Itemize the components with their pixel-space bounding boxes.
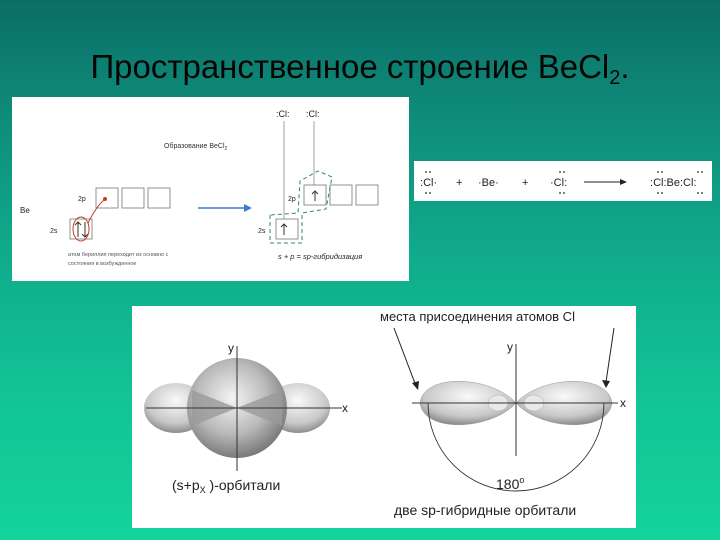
orbital-box-diagram: Образование BeCl2 Be 2p 2s атом бериллия… — [20, 109, 379, 267]
left-x-label: x — [342, 401, 348, 415]
eq-plus-1: + — [456, 177, 462, 189]
attach-pointer-left — [393, 327, 417, 387]
left-y-label: y — [228, 341, 234, 355]
promotion-arrow-head — [103, 197, 107, 201]
hybridization-dashed-outline — [269, 170, 333, 244]
orbital-box-diagram-panel: Образование BeCl2 Be 2p 2s атом бериллия… — [12, 97, 409, 281]
excited-2s-box — [275, 218, 299, 240]
lone-pair-dots — [425, 171, 703, 194]
right-x-label: x — [620, 396, 626, 410]
electron-highlight-ellipse — [72, 216, 90, 242]
attach-pointer-right — [605, 327, 615, 383]
diagram-note-line1: атом бериллия переходит из основно с — [68, 252, 169, 258]
orbital-shapes: y x (s+pX )-орбитали места присоединения… — [144, 309, 626, 518]
lewis-equation-panel: :Cl· + ·Be· + ·Cl: :Cl:Be:Cl: — [414, 161, 712, 201]
diagram-note-line2: состояния в возбужденное — [68, 261, 136, 267]
cl-atom-left: :Cl: — [276, 109, 290, 119]
reaction-arrow-head — [620, 179, 627, 185]
eq-cl-right: ·Cl: — [550, 177, 567, 189]
hybrid-formula: s + p = sp-гибридизация — [278, 252, 362, 261]
attach-pointer-right-head — [602, 380, 610, 388]
eq-cl-left: :Cl· — [420, 177, 437, 189]
excited-2p-electron — [311, 190, 319, 201]
right-orbital-label: две sp-гибридные орбитали — [394, 502, 576, 518]
lewis-equation: :Cl· + ·Be· + ·Cl: :Cl:Be:Cl: — [420, 171, 703, 194]
right-orbital-group: места присоединения атомов Cl y x 180o д… — [380, 309, 626, 518]
excited-2s-electron — [280, 223, 288, 235]
ground-2p-boxes — [95, 187, 171, 209]
be-label: Be — [20, 206, 30, 215]
level-2p-label: 2p — [78, 196, 86, 203]
eq-product: :Cl:Be:Cl: — [650, 177, 697, 189]
promotion-arrow — [87, 199, 105, 224]
attach-label: места присоединения атомов Cl — [380, 309, 575, 324]
level-2s-label: 2s — [50, 228, 58, 235]
excited-2s-label: 2s — [258, 228, 266, 235]
right-y-label: y — [507, 340, 513, 354]
slide-title: Пространственное строение BeCl2. — [90, 48, 630, 89]
cl-atom-right: :Cl: — [306, 109, 320, 119]
eq-plus-2: + — [522, 177, 528, 189]
orbital-shapes-panel: y x (s+pX )-орбитали места присоединения… — [132, 306, 636, 528]
eq-be: ·Be· — [478, 177, 499, 189]
excitation-arrow-head — [244, 204, 252, 212]
left-orbital-group: y x (s+pX )-орбитали — [144, 341, 348, 495]
angle-label: 180o — [496, 475, 524, 492]
left-orbital-label: (s+pX )-орбитали — [172, 477, 280, 495]
excited-2p-label: 2p — [288, 196, 296, 203]
ground-2s-electrons — [74, 221, 89, 238]
attach-pointer-left-head — [412, 381, 419, 390]
angle-arc — [427, 402, 605, 492]
diagram-caption: Образование BeCl2 — [164, 142, 228, 152]
